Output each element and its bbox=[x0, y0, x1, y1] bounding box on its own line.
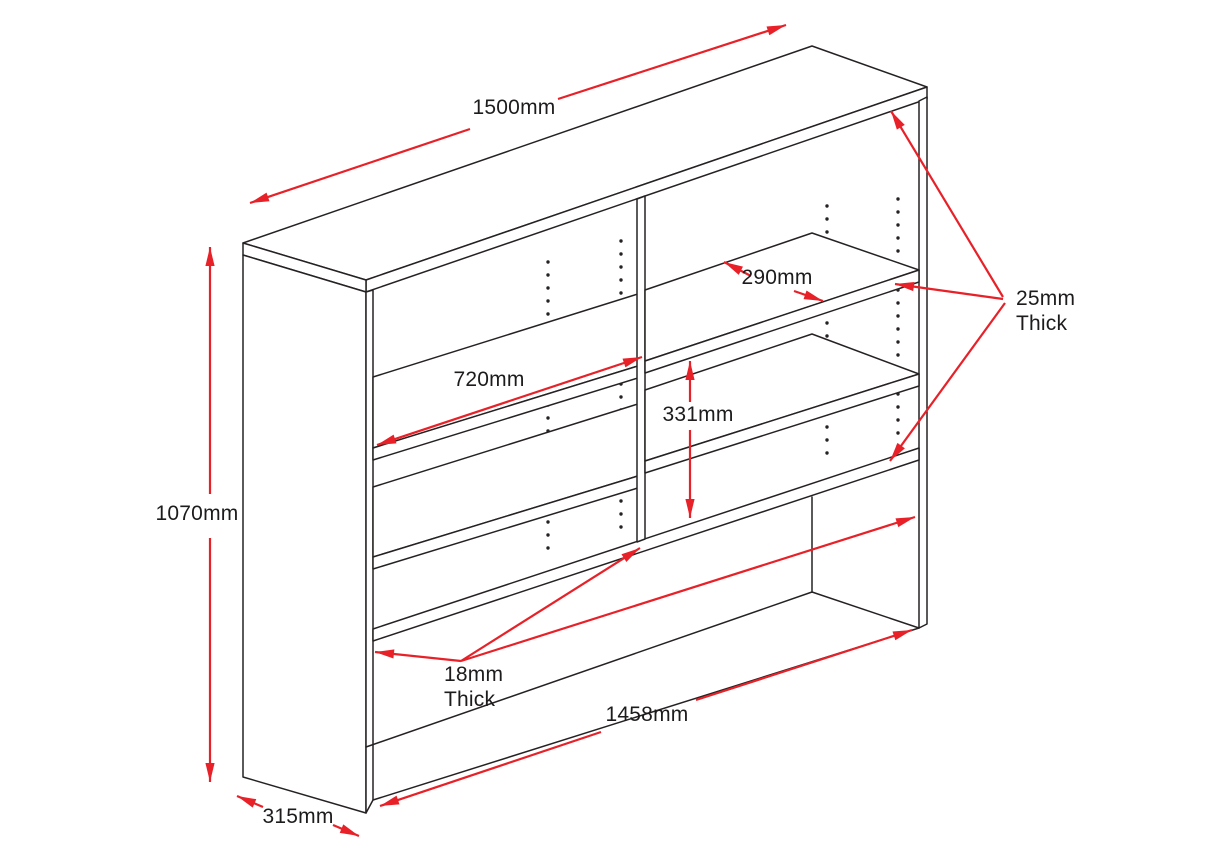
left-side-panel bbox=[242, 254, 374, 814]
dim-overall-depth-arrow-b bbox=[332, 823, 360, 838]
centre-divider bbox=[636, 195, 646, 543]
dim-internal-width-label: 1458mm bbox=[605, 702, 689, 726]
dim-overall-depth-label: 315mm bbox=[262, 804, 334, 828]
right-shelf-upper bbox=[644, 232, 920, 374]
panel-thickness-leader-top bbox=[890, 110, 1004, 298]
dim-left-opening-arrow bbox=[376, 355, 643, 447]
dim-shelf-spacing-arrow-b bbox=[685, 430, 695, 518]
board-thickness-leader-right bbox=[460, 515, 916, 663]
dim-shelf-spacing-label: 331mm bbox=[659, 402, 737, 428]
dimension-arrows bbox=[205, 23, 1006, 838]
dim-left-opening-label: 720mm bbox=[453, 367, 525, 391]
dim-overall-height-arrow-b bbox=[205, 538, 215, 782]
dim-overall-depth-arrow-a bbox=[236, 794, 264, 809]
dim-overall-height-arrow-a bbox=[205, 247, 215, 494]
dim-shelf-depth-arrow-a bbox=[723, 261, 752, 277]
dim-shelf-depth-arrow-b bbox=[793, 289, 824, 303]
dim-overall-width-label: 1500mm bbox=[472, 95, 556, 119]
dim-overall-width-arrow-b bbox=[557, 23, 787, 101]
board-thickness-label: 18mm Thick bbox=[444, 663, 503, 713]
right-side-panel bbox=[918, 96, 928, 629]
board-thickness-leader-left bbox=[374, 649, 462, 663]
panel-thickness-leader-shelf bbox=[894, 282, 1004, 301]
dim-overall-height-label: 1070mm bbox=[152, 501, 242, 527]
panel-thickness-value: 25mm bbox=[1016, 287, 1076, 310]
dim-shelf-spacing-arrow-a bbox=[685, 361, 695, 402]
dim-internal-width-arrow-a bbox=[379, 730, 602, 808]
fixed-shelf bbox=[372, 447, 920, 642]
top-panel bbox=[242, 45, 928, 293]
dim-internal-width-arrow-b bbox=[695, 628, 913, 702]
dim-shelf-depth-label: 290mm bbox=[741, 265, 813, 289]
board-thickness-leader-divider bbox=[460, 547, 641, 662]
board-thickness-value: 18mm bbox=[444, 663, 504, 686]
panel-thickness-word: Thick bbox=[1016, 311, 1068, 335]
panel-thickness-leader-fixed bbox=[889, 302, 1006, 462]
panel-thickness-label: 25mm Thick bbox=[1016, 287, 1075, 337]
board-thickness-word: Thick bbox=[444, 687, 496, 711]
dim-overall-width-arrow-a bbox=[249, 127, 471, 205]
right-shelf-lower bbox=[644, 333, 920, 474]
